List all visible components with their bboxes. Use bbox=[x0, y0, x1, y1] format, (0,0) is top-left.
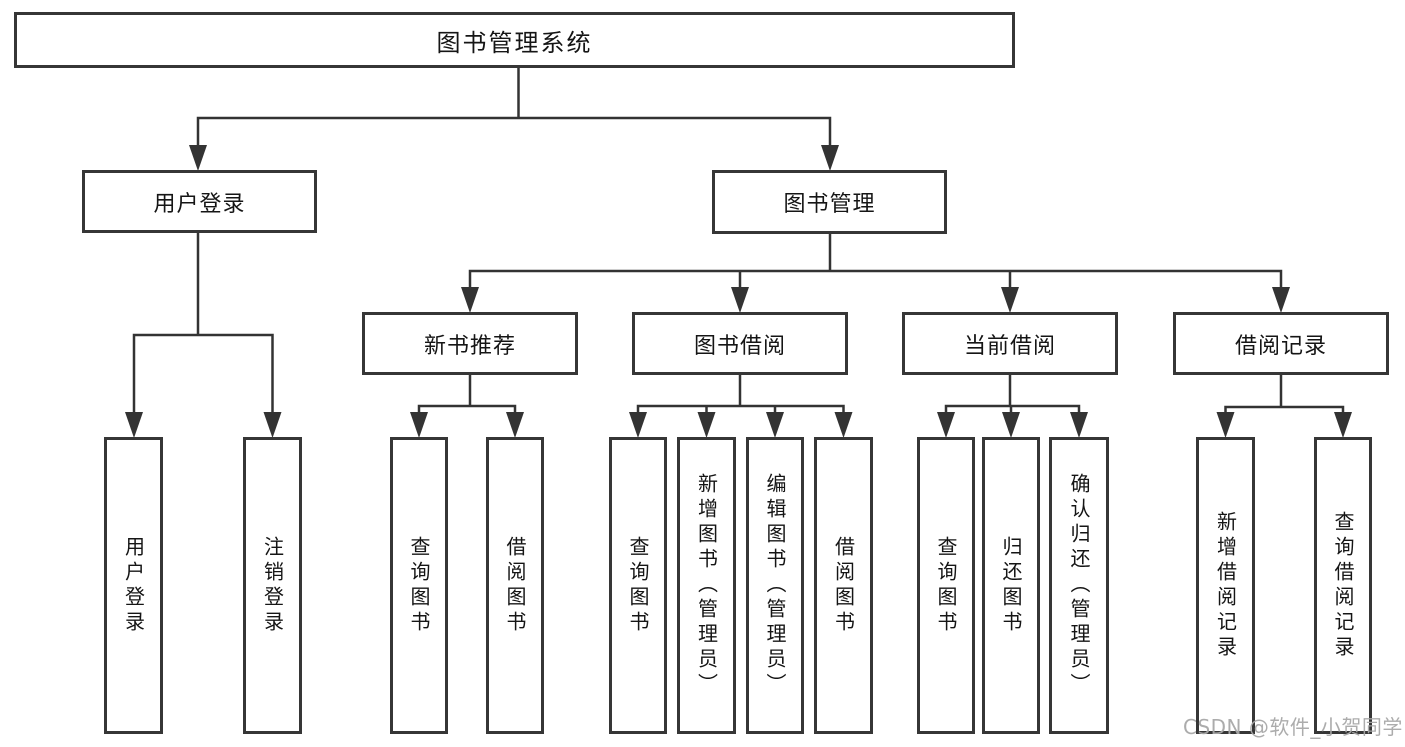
node-borrowing-records-label: 借阅记录 bbox=[1234, 333, 1327, 359]
leaf-nbr-borrow-book: 借阅图书 bbox=[486, 437, 544, 734]
leaf-bb-query-book: 查询图书 bbox=[609, 437, 667, 734]
leaf-cb-query-book: 查询图书 bbox=[917, 437, 975, 734]
leaf-cb-confirm-return-label: 确认归还（管理员） bbox=[1067, 473, 1091, 698]
csdn-watermark: CSDN @软件_小贺同学 bbox=[1183, 715, 1403, 739]
node-current-borrowing: 当前借阅 bbox=[902, 312, 1118, 375]
node-new-book-recommend-label: 新书推荐 bbox=[423, 333, 516, 359]
node-root: 图书管理系统 bbox=[14, 12, 1015, 68]
leaf-br-query-record: 查询借阅记录 bbox=[1314, 437, 1372, 734]
leaf-br-add-record-label: 新增借阅记录 bbox=[1213, 510, 1238, 661]
leaf-logout: 注销登录 bbox=[243, 437, 302, 734]
leaf-nbr-query-book-label: 查询图书 bbox=[407, 535, 431, 636]
node-user-login-label: 用户登录 bbox=[153, 191, 246, 217]
leaf-nbr-query-book: 查询图书 bbox=[390, 437, 448, 734]
leaf-br-query-record-label: 查询借阅记录 bbox=[1331, 510, 1355, 661]
node-current-borrowing-label: 当前借阅 bbox=[963, 333, 1056, 359]
leaf-user-login: 用户登录 bbox=[104, 437, 163, 734]
leaf-user-login-label: 用户登录 bbox=[121, 535, 146, 636]
leaf-cb-query-book-label: 查询图书 bbox=[934, 535, 958, 636]
leaf-bb-query-book-label: 查询图书 bbox=[626, 535, 650, 636]
leaf-logout-label: 注销登录 bbox=[260, 535, 285, 636]
leaf-bb-edit-book: 编辑图书（管理员） bbox=[746, 437, 804, 734]
leaf-bb-add-book: 新增图书（管理员） bbox=[677, 437, 736, 734]
leaf-bb-borrow-book: 借阅图书 bbox=[814, 437, 873, 734]
leaf-bb-edit-book-label: 编辑图书（管理员） bbox=[763, 473, 787, 698]
node-book-borrowing-label: 图书借阅 bbox=[693, 333, 786, 359]
leaf-cb-confirm-return: 确认归还（管理员） bbox=[1049, 437, 1109, 734]
leaf-cb-return-book-label: 归还图书 bbox=[999, 535, 1023, 636]
node-new-book-recommend: 新书推荐 bbox=[362, 312, 578, 375]
node-root-label: 图书管理系统 bbox=[436, 28, 593, 57]
node-book-management-label: 图书管理 bbox=[783, 192, 876, 217]
node-book-management: 图书管理 bbox=[712, 170, 947, 234]
node-borrowing-records: 借阅记录 bbox=[1173, 312, 1389, 375]
node-user-login: 用户登录 bbox=[82, 170, 317, 233]
leaf-cb-return-book: 归还图书 bbox=[982, 437, 1040, 734]
leaf-bb-borrow-book-label: 借阅图书 bbox=[831, 535, 856, 636]
node-book-borrowing: 图书借阅 bbox=[632, 312, 848, 375]
leaf-br-add-record: 新增借阅记录 bbox=[1196, 437, 1255, 734]
leaf-nbr-borrow-book-label: 借阅图书 bbox=[503, 535, 527, 636]
leaf-bb-add-book-label: 新增图书（管理员） bbox=[694, 473, 719, 698]
